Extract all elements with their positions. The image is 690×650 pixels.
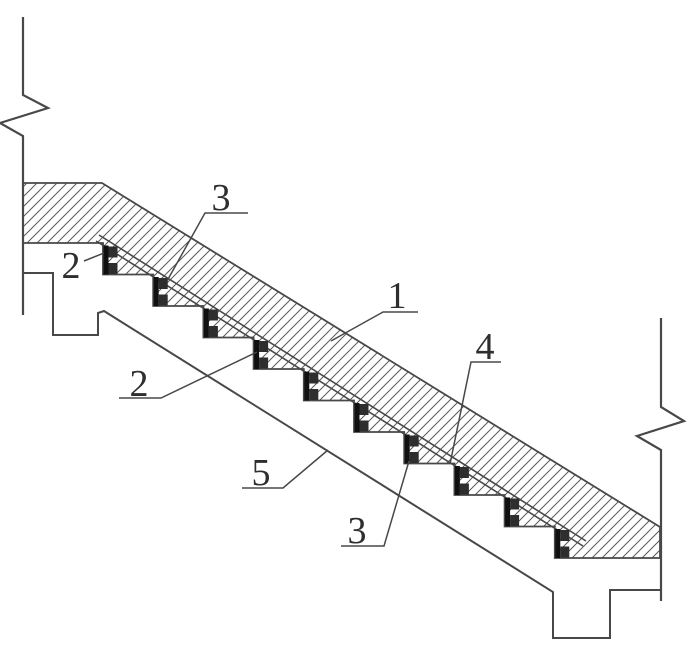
callout-label-2-upper: 2 bbox=[62, 245, 81, 287]
step-angle-bar bbox=[153, 277, 159, 306]
anchor-block bbox=[158, 294, 168, 306]
step-angle-bar bbox=[254, 340, 260, 369]
right-wall-break-line bbox=[634, 318, 687, 601]
anchor-block bbox=[108, 246, 118, 258]
anchor-block bbox=[309, 389, 319, 400]
anchor-block bbox=[560, 530, 570, 541]
callout-label-3-lower: 3 bbox=[348, 510, 367, 552]
leader-callout-3-lower bbox=[341, 460, 410, 547]
step-angle-bar bbox=[454, 466, 460, 495]
anchor-block bbox=[409, 452, 419, 463]
anchor-block bbox=[409, 435, 419, 447]
step-angle-bars bbox=[103, 245, 561, 558]
anchor-block bbox=[510, 498, 520, 510]
connector-strip-upper-line bbox=[98, 234, 587, 542]
anchor-block bbox=[510, 515, 520, 526]
anchor-block bbox=[259, 357, 269, 369]
support-profile-line bbox=[23, 272, 662, 639]
anchor-block bbox=[309, 372, 319, 384]
step-anchor-blocks bbox=[108, 246, 570, 558]
step-angle-bar bbox=[203, 308, 209, 338]
leader-callout-2-upper bbox=[83, 252, 105, 262]
callout-label-5: 5 bbox=[252, 452, 271, 494]
anchor-block bbox=[208, 326, 218, 337]
anchor-block bbox=[459, 483, 469, 495]
callout-label-3-upper: 3 bbox=[212, 177, 231, 219]
callout-label-2-lower: 2 bbox=[130, 363, 149, 405]
callout-label-4: 4 bbox=[476, 326, 495, 368]
anchor-block bbox=[259, 341, 269, 352]
step-angle-bar bbox=[505, 497, 511, 527]
anchor-block bbox=[459, 467, 469, 478]
anchor-block bbox=[359, 420, 369, 432]
leader-callout-3-upper bbox=[166, 212, 248, 282]
leader-callout-4 bbox=[449, 361, 501, 465]
anchor-block bbox=[359, 404, 369, 415]
anchor-block bbox=[208, 309, 218, 321]
stair-slab-hatched bbox=[22, 182, 661, 559]
step-angle-bar bbox=[555, 529, 561, 558]
step-angle-bar bbox=[404, 434, 410, 464]
step-angle-bar bbox=[354, 403, 360, 432]
leader-callout-1 bbox=[330, 311, 418, 342]
anchor-block bbox=[158, 278, 168, 289]
connector-strip-lower-line bbox=[95, 240, 584, 547]
step-angle-bar bbox=[304, 371, 310, 401]
anchor-block bbox=[108, 263, 118, 274]
anchor-block bbox=[560, 546, 570, 558]
leader-callout-2-lower bbox=[119, 351, 258, 399]
step-angle-bar bbox=[103, 245, 109, 275]
leader-callout-5 bbox=[242, 449, 329, 489]
left-wall-break-line bbox=[0, 17, 51, 315]
callout-label-1: 1 bbox=[388, 275, 407, 317]
